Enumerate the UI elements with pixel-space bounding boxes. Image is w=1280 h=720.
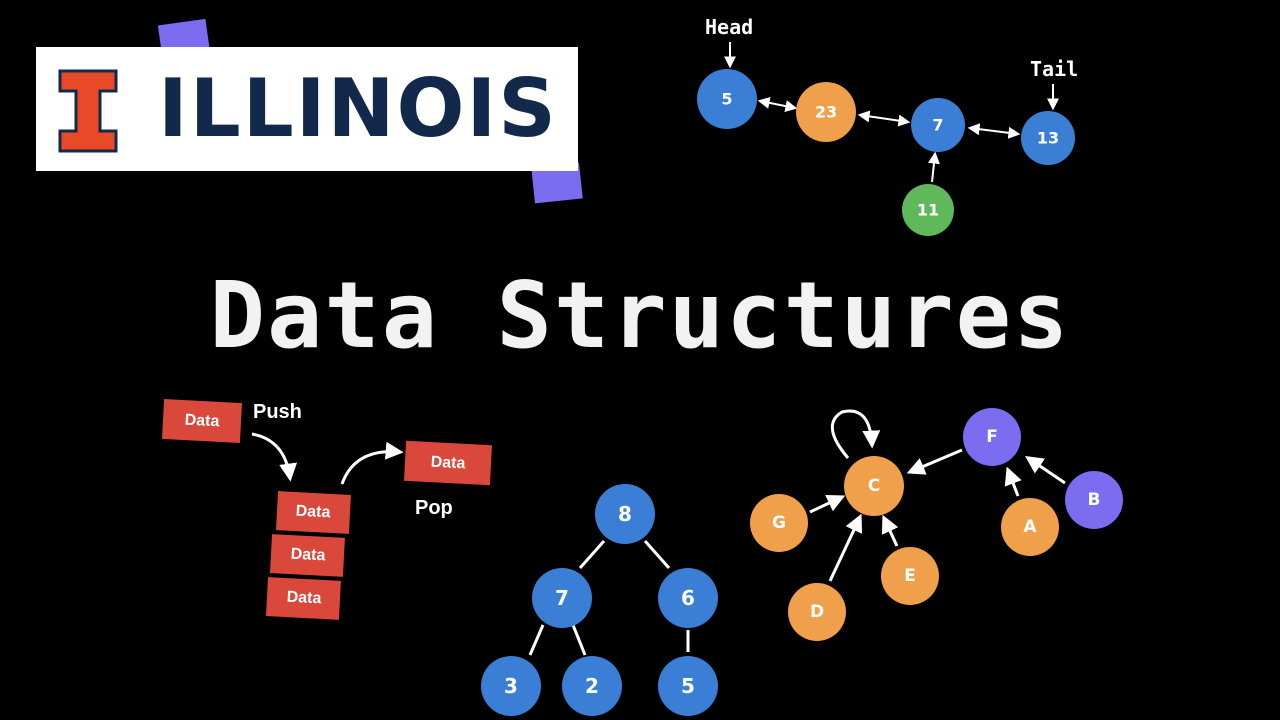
graph-edge — [809, 494, 846, 514]
list-node-label: 5 — [721, 90, 732, 109]
stack-outgoing-box — [404, 440, 492, 486]
stack-item — [266, 577, 341, 620]
list-link — [967, 123, 1021, 139]
tree-node-label: 2 — [585, 674, 599, 698]
stack-outgoing-label: Data — [430, 454, 466, 473]
tree-node-label: 6 — [681, 586, 695, 610]
graph-node — [844, 456, 904, 516]
graph-node-label: F — [986, 427, 998, 447]
graph-edge — [1004, 466, 1022, 497]
tree-node-label: 7 — [555, 586, 569, 610]
tree-edge — [528, 624, 545, 656]
tree-node-label: 5 — [681, 674, 695, 698]
self-loop-edge — [831, 409, 881, 459]
graph-node — [750, 494, 808, 552]
tree-node — [532, 568, 592, 628]
tree-node — [658, 656, 718, 716]
tree-edge — [578, 540, 606, 569]
list-node — [1021, 111, 1075, 165]
tree-edge — [571, 624, 587, 656]
stack: Data Push Data Data Data Data Pop — [162, 398, 492, 620]
graph-node — [1001, 498, 1059, 556]
tree-node — [562, 656, 622, 716]
page-title: Data Structures — [209, 262, 1071, 369]
pop-arrow — [340, 441, 404, 485]
graph-node — [1065, 471, 1123, 529]
graph-node — [963, 408, 1021, 466]
graph-edge — [906, 448, 963, 475]
graph-node — [788, 583, 846, 641]
graph-node-label: B — [1088, 490, 1101, 510]
tail-label: Tail — [1030, 57, 1078, 81]
graph-node-label: C — [868, 476, 880, 496]
stack-item-label: Data — [290, 546, 326, 565]
list-node — [911, 98, 965, 152]
block-i-icon — [58, 69, 118, 153]
binary-tree: 8 7 6 3 2 5 — [481, 484, 718, 716]
pop-label: Pop — [415, 497, 453, 519]
linked-list: Head Tail 5 23 7 13 11 — [697, 15, 1078, 236]
stack-item — [276, 491, 351, 534]
graph: C F B A G D E — [750, 408, 1123, 641]
graph-node-label: E — [904, 566, 916, 586]
graph-node-label: A — [1023, 517, 1037, 537]
stack-incoming-label: Data — [184, 412, 220, 431]
graph-edge — [1025, 455, 1066, 485]
stack-item — [270, 534, 345, 577]
illinois-logo: ILLINOIS — [36, 47, 578, 171]
graph-node — [881, 547, 939, 605]
list-link — [857, 110, 911, 127]
list-node — [796, 82, 856, 142]
tree-node — [595, 484, 655, 544]
list-node-label: 13 — [1037, 129, 1059, 148]
list-link — [757, 96, 798, 113]
head-label: Head — [705, 15, 753, 39]
stack-item-label: Data — [286, 589, 322, 608]
stack-item-label: Data — [295, 503, 331, 522]
graph-node-label: G — [772, 513, 786, 533]
graph-edge — [828, 513, 863, 582]
stack-incoming-box — [162, 398, 242, 444]
push-label: Push — [253, 401, 302, 423]
tree-node — [481, 656, 541, 716]
tree-edge — [643, 540, 671, 569]
push-arrow — [251, 432, 298, 482]
tree-node-label: 3 — [504, 674, 518, 698]
graph-node-label: D — [810, 602, 824, 622]
tree-node-label: 8 — [618, 502, 632, 526]
branch-node — [902, 184, 954, 236]
tree-node — [658, 568, 718, 628]
list-node — [697, 69, 757, 129]
logo-wordmark: ILLINOIS — [158, 62, 558, 155]
list-node-label: 23 — [815, 103, 837, 122]
graph-edge — [881, 514, 899, 547]
branch-link — [928, 151, 940, 183]
list-node-label: 7 — [932, 116, 943, 135]
branch-node-label: 11 — [917, 201, 939, 220]
